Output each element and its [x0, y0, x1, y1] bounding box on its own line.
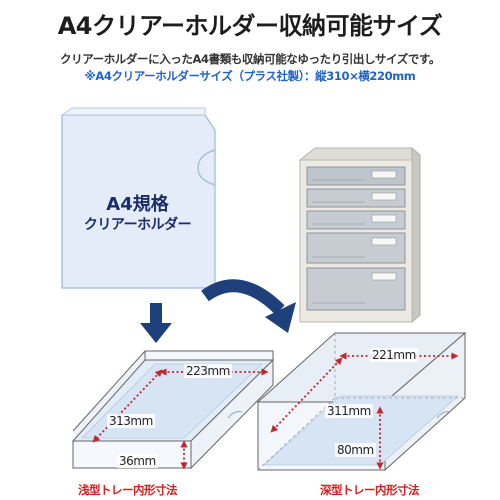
deep-depth-label: 311mm [325, 404, 373, 418]
curved-arrow-icon [201, 279, 296, 333]
cabinet-illustration [298, 146, 421, 324]
shallow-tray-illustration [71, 350, 275, 470]
folder-label-clear-holder: クリアーホルダー [83, 217, 192, 233]
page-title: A4クリアーホルダー収納可能サイズ [57, 12, 443, 40]
size-note: ※A4クリアーホルダーサイズ（プラス社製）：縦310×横220mm [84, 69, 416, 83]
shallow-height-label: 36mm [117, 454, 158, 468]
deep-width-label: 221mm [370, 348, 418, 362]
clear-folder-illustration [60, 107, 216, 289]
deep-height-label: 80mm [335, 443, 376, 457]
shallow-depth-label: 313mm [107, 414, 155, 428]
shallow-width-label: 223mm [184, 364, 232, 378]
deep-tray-caption: 深型トレー内形寸法 [320, 483, 420, 497]
down-arrow-icon [140, 303, 172, 343]
description-text: クリアーホルダーに入ったA4書類も収納可能なゆったり引出しサイズです。 [60, 52, 440, 66]
shallow-tray-caption: 浅型トレー内形寸法 [78, 483, 178, 497]
folder-label-a4: A4規格 [106, 194, 169, 215]
